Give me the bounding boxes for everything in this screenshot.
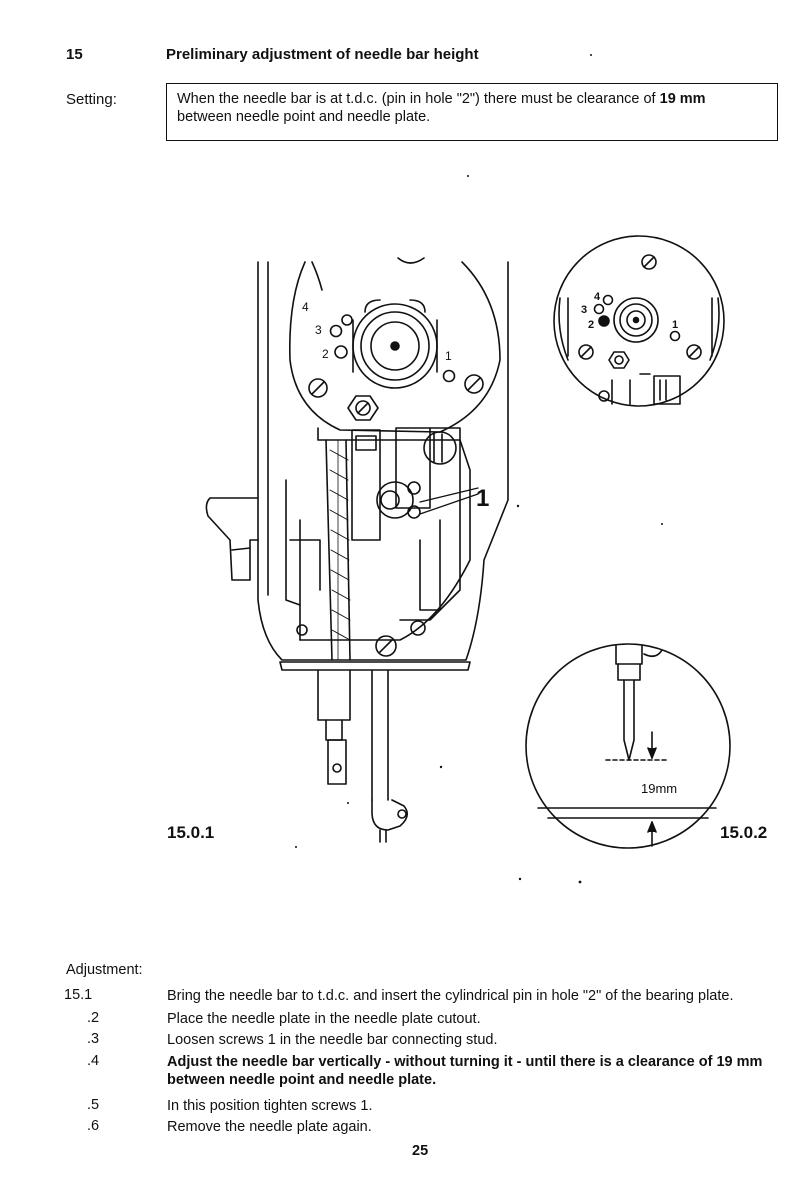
- step-text: Bring the needle bar to t.d.c. and inser…: [167, 988, 734, 1004]
- step-number: 15.1: [64, 987, 93, 1003]
- detail-hole-label-4: 4: [594, 291, 601, 303]
- page-number: 25: [412, 1143, 429, 1159]
- setting-text-part2: between needle point and needle plate.: [177, 109, 431, 125]
- section-number: 15: [66, 46, 83, 63]
- scan-specks: [295, 54, 663, 884]
- hole-label-3: 3: [315, 323, 322, 337]
- bearing-plate-detail: [553, 235, 725, 407]
- step-text: In this position tighten screws 1.: [167, 1098, 373, 1114]
- step-text-emphasis: Adjust the needle bar vertically - witho…: [167, 1054, 763, 1088]
- screw-callout-label: 1: [476, 485, 489, 512]
- step-number: .4: [87, 1053, 100, 1069]
- setting-label: Setting:: [66, 91, 117, 108]
- hole-label-4: 4: [302, 300, 309, 314]
- hole-label-2: 2: [322, 347, 329, 361]
- detail-hole-label-2: 2: [588, 319, 594, 331]
- step-text: Remove the needle plate again.: [167, 1119, 372, 1135]
- step-text: Loosen screws 1 in the needle bar connec…: [167, 1032, 498, 1048]
- step-number: .5: [87, 1097, 100, 1113]
- technical-drawing: 4 3 2 1 1 4 3 2 1: [205, 54, 731, 884]
- section-title: Preliminary adjustment of needle bar hei…: [166, 46, 479, 63]
- adjustment-label: Adjustment:: [66, 962, 143, 978]
- step-number: .3: [87, 1031, 100, 1047]
- machine-head-drawing: [205, 257, 509, 843]
- detail-hole-label-1: 1: [672, 319, 678, 331]
- step-number: .2: [87, 1010, 100, 1026]
- setting-text-part1: When the needle bar is at t.d.c. (pin in…: [177, 91, 660, 107]
- figure-label-15-0-2: 15.0.2: [720, 823, 768, 842]
- needle-clearance-detail: [525, 643, 731, 849]
- figure-label-15-0-1: 15.0.1: [167, 823, 215, 842]
- setting-box: When the needle bar is at t.d.c. (pin in…: [166, 83, 778, 141]
- hole-label-1: 1: [445, 349, 452, 363]
- step-number: .6: [87, 1118, 100, 1134]
- setting-text-bold: 19 mm: [659, 91, 706, 107]
- dimension-label: 19mm: [641, 781, 677, 796]
- step-text: Place the needle plate in the needle pla…: [167, 1011, 481, 1027]
- detail-hole-label-3: 3: [581, 304, 587, 316]
